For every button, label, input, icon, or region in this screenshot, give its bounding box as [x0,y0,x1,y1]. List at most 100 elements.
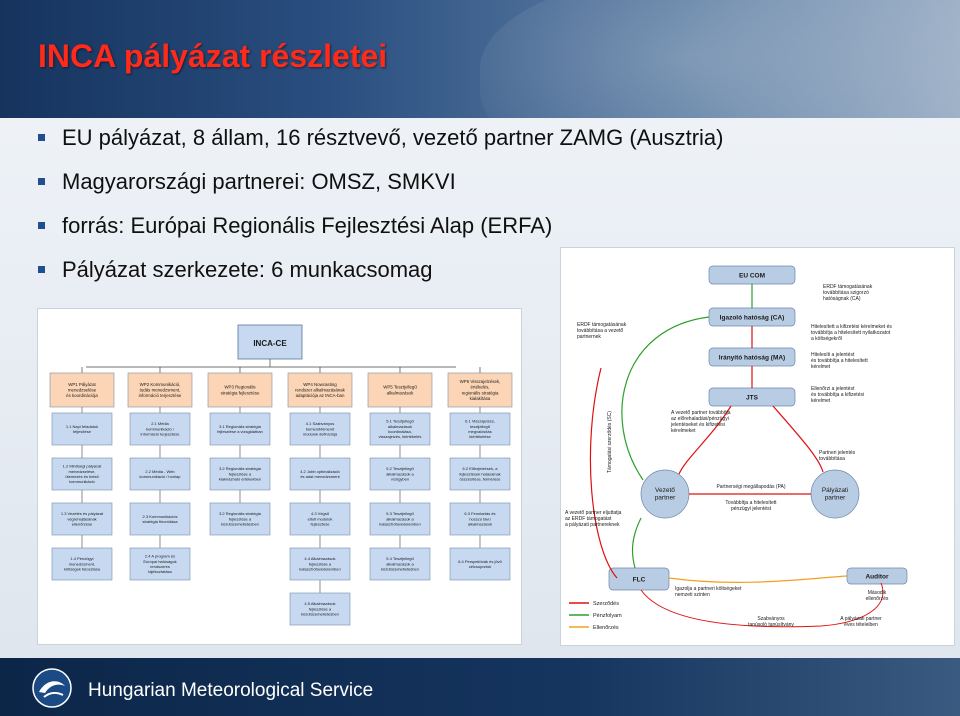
eu-com-box-label: EU COM [739,273,765,280]
note-flc: nemzeti szinten [675,592,710,598]
wp-box-text: adaptációja az INCA-ban [296,393,345,398]
subtask-box-text: 1.1 Napi feladatok [66,424,98,429]
note-annual-items: A pályázati partner [840,616,882,622]
note-lead-partner-reports: kérelmeket [671,428,696,434]
subtask-box-text: közútüzemeltetésben [301,612,339,617]
subtask-box [449,412,511,446]
subtask-box [209,457,271,491]
bullet-square-icon [38,222,45,229]
subtask-box-text: 6.1 Visszajelzés, [465,419,495,424]
project-partner-label: partner [825,495,846,502]
subtask-box-text: információ terjesztése [141,432,181,437]
wp-box-text: WP2 Kommunikáció, [140,382,181,387]
subtask-box-text: kommunikáció / honlap [140,474,182,479]
note-partner-report: Partneri jelentés [819,450,856,456]
subtask-box-text: kommunikáció [69,479,95,484]
subtask-box-text: 5.3 Tesztjellegű [386,511,414,516]
note-lead-partner-erdf: A vezető partner eljuttatja [565,510,622,516]
subtask-box [129,412,191,446]
subtask-box [129,502,191,536]
subtask-box [449,457,511,491]
note-ca-right: továbbítja a hitelesített nyilatkozatot [811,330,891,336]
wp-box-text: tudás menedzsment, [140,388,181,393]
subtask-box [129,547,191,581]
subtask-box-text: közútüzemeltetésben [221,522,259,527]
note-jts-right: és továbbítja a kifizetési [811,392,864,398]
subtask-box [209,412,271,446]
subtask-box-text: összesítése, felmérése [460,477,502,482]
subtask-box-text: 2.4 A program és [145,554,175,559]
subtask-box-text: 5.4 Tesztjellegű [386,556,414,561]
subtask-box-text: 5.1 Tesztjellegű [386,419,414,424]
wp-box-text: WP1 Pályázat [68,382,96,387]
slide-header: INCA pályázat részletei [0,0,960,118]
note-forward-financial-report: Továbbítja a hitelesített [725,500,777,506]
note-partner-report: továbbítása [819,456,845,462]
certifying-authority-box-label: Igazoló hatóság (CA) [720,315,785,322]
bullet-text: forrás: Európai Regionális Fejlesztési A… [62,213,553,238]
wp-box [207,372,273,408]
subtask-box-text: rendszeres [150,564,170,569]
note-lead-partner-erdf: az ERDF támogatást [565,516,612,522]
auditor-box-label: Auditor [865,574,889,581]
note-standard-certificate: Szabványos [757,616,785,622]
subtask-box-text: modulok definíciója [303,432,338,437]
subtask-box [449,502,511,536]
subsidy-contract-label: Támogatási szerződés (SC) [607,411,613,473]
subtask-box [449,547,511,581]
subtask-box [51,457,113,491]
subtask-box-text: célcsoportok [469,564,491,569]
legend-label: Szerződés [593,601,619,607]
subtask-box-text: ütemezés és belső [65,474,99,479]
subtask-box-text: 3.1 Regionális stratégia [219,424,262,429]
hms-logo-icon [32,668,72,708]
note-auditor: ellenőrzés [866,596,889,602]
flow-line [772,405,824,473]
bullet-item: Pályázat szerkezete: 6 munkacsomag [38,256,723,300]
subtask-box-text: katasztrófavédelemben [379,522,420,527]
note-lead-partner-reports: A vezető partner továbbítja [671,410,731,416]
partnership-agreement-label: Partnerségi megállapodás (PA) [716,484,785,490]
wp-root-box [237,324,303,360]
subtask-box-text: 4.4 Alkalmazások [304,556,335,561]
subtask-box-text: közútüzemeltetésben [381,567,419,572]
flow-line [621,316,710,481]
note-standard-certificate: tanúsoló tanúsítvány [748,622,794,628]
note-annual-items: éves tételeiben [844,622,878,628]
wp-box-text: értékelés, [470,385,489,390]
subtask-box [51,502,113,536]
subtask-box-text: és adat menedzsment [300,474,340,479]
note-ma-right: kérelmet [811,364,831,370]
subtask-box-text: bemenő/kimenő [306,426,335,431]
lead-partner-label: partner [655,495,676,502]
note-lead-partner-reports: az előrehaladási/pénzügyi [671,416,729,422]
lead-partner-label: Vezető [655,487,675,494]
bullet-item: forrás: Európai Regionális Fejlesztési A… [38,212,723,256]
wp-box-text: stratégia fejlesztése [221,390,260,395]
subtask-box-text: 3.2 Regionális stratégia [219,466,262,471]
bullet-list: EU pályázat, 8 állam, 16 résztvevő, veze… [38,124,723,300]
note-ca-right: a költségekről [811,336,842,342]
flc-box [608,567,670,591]
wp-box-text: WP4 Nowcasting [303,382,337,387]
subtask-box-text: 1.2 Minőségi pályázat [63,464,103,469]
subtask-box [369,547,431,581]
subtask-box-text: vízügyben [391,477,409,482]
subtask-box-text: menedzsment, [69,561,95,566]
note-lead-partner-erdf: a pályázati partnereknek [565,522,620,528]
bullet-item: EU pályázat, 8 állam, 16 résztvevő, veze… [38,124,723,168]
flow-line [668,575,848,583]
subtask-box-text: hosszú távú [469,516,490,521]
subtask-box-text: 1.4 Pénzügyi [70,556,93,561]
subtask-box-text: eltolt modulok [308,516,333,521]
subtask-box-text: alkalmazások a [386,471,414,476]
wp-box-text: rendszer alkalmazásának [295,388,346,393]
subtask-box-text: 4.3 Végső [311,511,330,516]
wp-box-text: WP3 Regionális [224,385,256,390]
subtask-box-text: teljesítése [73,429,92,434]
subtask-box-text: tesztjellegű [470,424,491,429]
wp-root-label: INCA-CE [253,339,287,348]
wp-box-text: információ terjesztése [139,393,182,398]
